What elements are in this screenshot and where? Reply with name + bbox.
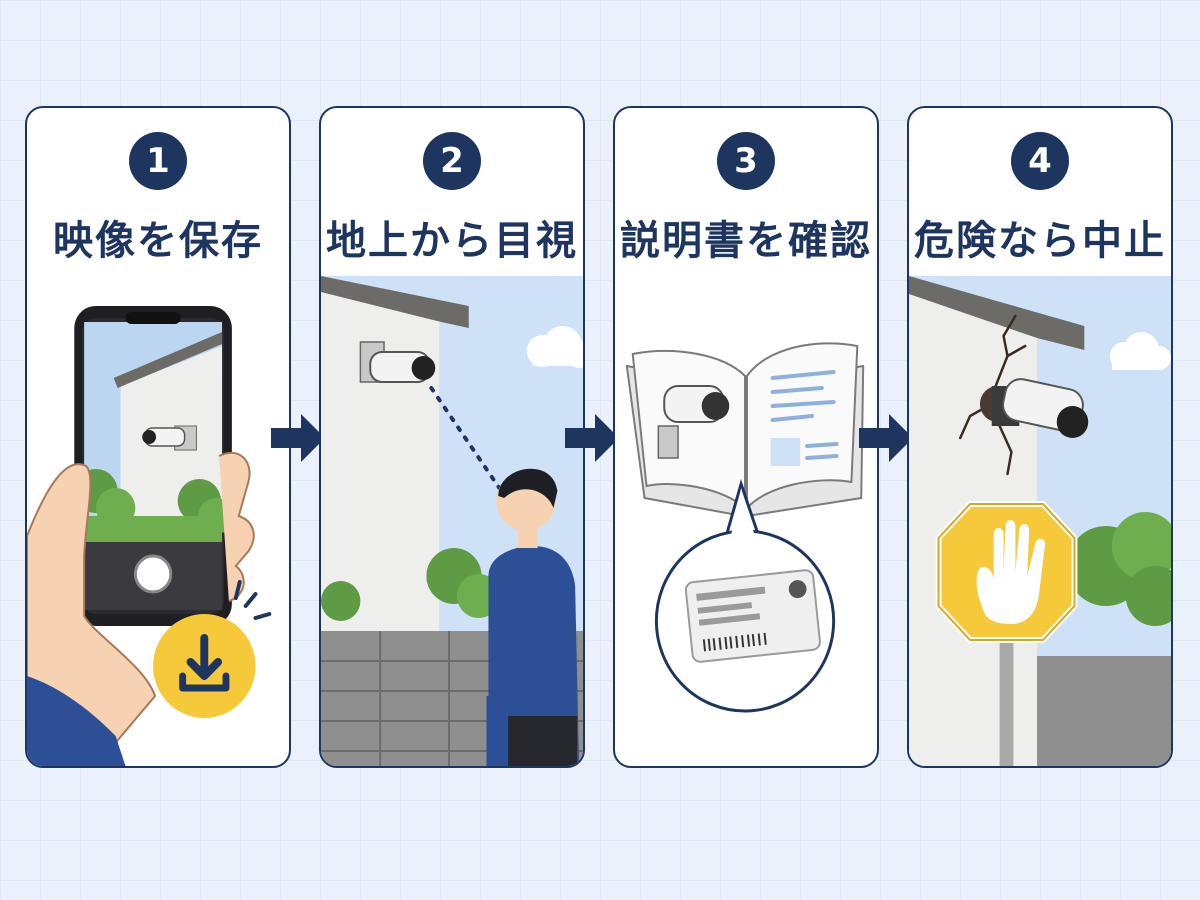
step-number-badge: 1 bbox=[129, 132, 187, 190]
person-icon bbox=[486, 468, 580, 766]
label-zoom-icon bbox=[654, 479, 836, 713]
hand-icon bbox=[27, 451, 255, 766]
step-title: 映像を保存 bbox=[53, 218, 263, 264]
step-number-badge: 3 bbox=[717, 132, 775, 190]
step-panel-2: 2 地上から目視 bbox=[319, 106, 585, 768]
save-footage-illustration bbox=[27, 276, 289, 766]
download-icon bbox=[153, 580, 272, 718]
manual-check-illustration bbox=[615, 276, 877, 766]
stop-hand-icon bbox=[935, 501, 1078, 643]
arrow-right-icon bbox=[565, 414, 619, 462]
visual-check-illustration bbox=[321, 276, 583, 766]
manual-book-icon bbox=[625, 342, 865, 518]
security-camera-icon bbox=[979, 378, 1089, 438]
step-panel-4: 4 危険なら中止 bbox=[907, 106, 1173, 768]
step-title: 危険なら中止 bbox=[914, 218, 1166, 264]
security-camera-icon bbox=[359, 341, 436, 383]
step-title: 説明書を確認 bbox=[620, 218, 872, 264]
step-number-badge: 4 bbox=[1011, 132, 1069, 190]
step-panel-1: 1 映像を保存 bbox=[25, 106, 291, 768]
step-panel-3: 3 説明書を確認 bbox=[613, 106, 879, 768]
arrow-right-icon bbox=[271, 414, 325, 462]
step-number-badge: 2 bbox=[423, 132, 481, 190]
arrow-right-icon bbox=[859, 414, 913, 462]
smartphone-icon bbox=[74, 306, 234, 626]
stop-if-dangerous-illustration bbox=[909, 276, 1171, 766]
step-title: 地上から目視 bbox=[326, 218, 578, 264]
